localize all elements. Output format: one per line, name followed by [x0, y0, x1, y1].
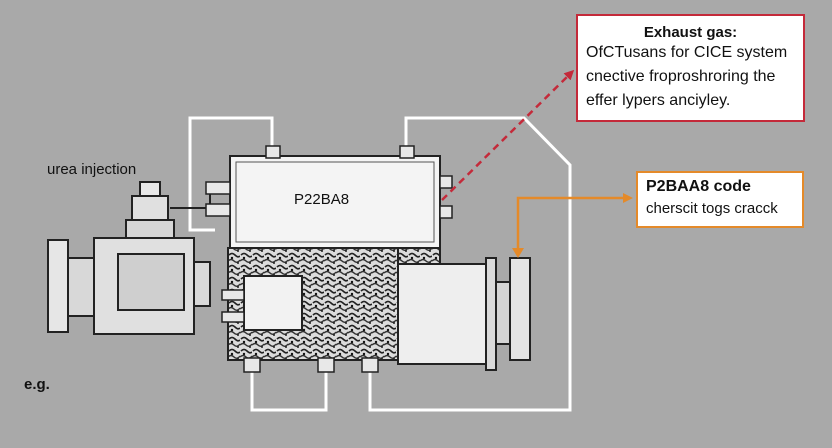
port-top-left [265, 145, 281, 159]
canister-flange [495, 281, 511, 345]
exhaust-callout-arrow [441, 69, 575, 201]
pipe-bottom-left [250, 370, 328, 412]
exhaust-gas-callout: Exhaust gas: OfCTusans for CICE system c… [576, 14, 805, 122]
module-housing [229, 155, 441, 249]
pump-valve-head [131, 195, 169, 221]
pipe-top-right [368, 116, 572, 412]
pump-valve-neck [125, 219, 175, 239]
filter-clip-1 [221, 289, 245, 301]
drain-port-2 [317, 357, 335, 373]
code-callout-title: P2BAA8 code [646, 178, 751, 195]
filter-inlet-block [243, 275, 303, 331]
pump-side-coupler [193, 261, 211, 307]
module-inner-panel [235, 161, 435, 243]
pump-flange [67, 257, 95, 317]
code-callout-arrow [516, 193, 633, 256]
filter-mesh-right [397, 247, 441, 265]
module-code-label: P22BA8 [294, 191, 349, 208]
pipe-left-link [188, 175, 215, 232]
urea-injection-pump [47, 181, 222, 335]
code-callout: P2BAA8 code cherscit togs cracck [636, 171, 804, 228]
code-callout-line: cherscit togs cracck [646, 200, 778, 217]
canister-ring [485, 257, 497, 371]
filter-section [221, 247, 441, 373]
code-callout-arrow-tip [512, 248, 524, 258]
exhaust-callout-line-1: OfCTusans for CICE system [586, 44, 788, 61]
catalyst-module: P22BA8 [205, 145, 453, 249]
port-right-2 [439, 205, 453, 219]
piping [188, 116, 572, 412]
urea-injection-label: urea injection [47, 161, 137, 178]
exhaust-callout-line-2: cnective froproshroring the [586, 68, 776, 85]
exhaust-callout-title: Exhaust gas: [643, 24, 738, 41]
drain-port-3 [361, 357, 379, 373]
pipe-top-left [188, 116, 274, 175]
port-top-right [399, 145, 415, 159]
example-label: e.g. [24, 376, 50, 393]
drain-port-1 [243, 357, 261, 373]
port-left-2 [205, 203, 231, 217]
outlet-canister [397, 257, 531, 371]
pump-window [117, 253, 185, 311]
pump-end-plate [47, 239, 69, 333]
canister-body [397, 263, 489, 365]
filter-clip-2 [221, 311, 245, 323]
exhaust-callout-line-3: effer lypers anciyley. [586, 92, 731, 109]
canister-end-cap [509, 257, 531, 361]
port-right-1 [439, 175, 453, 189]
port-left-1 [205, 181, 231, 195]
